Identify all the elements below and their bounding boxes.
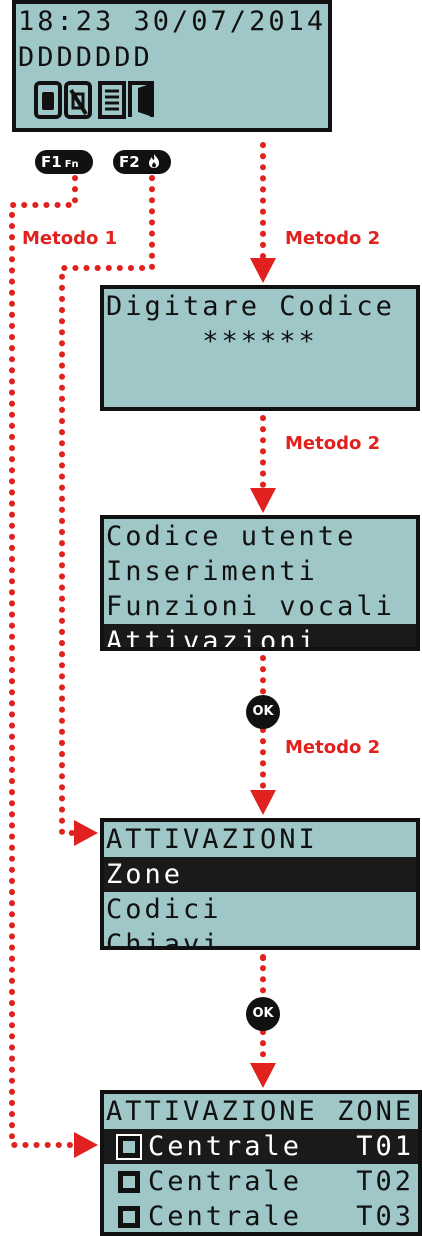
zone-screen-title: ATTIVAZIONE ZONE [106,1096,415,1127]
checkbox-icon[interactable] [116,1203,142,1230]
checkbox-icon[interactable] [116,1133,142,1160]
lcd-status-icons [16,76,328,124]
label-metodo-2-c: Metodo 2 [285,737,381,758]
lcd-code-prompt: Digitare Codice [106,291,395,322]
arrow-head-f2-to-attivazioni [74,820,98,846]
fire-icon [148,154,159,168]
menu-item-attivazioni-selected[interactable]: Attivazioni [104,624,416,647]
attivazioni-item-codici[interactable]: Codici [106,894,222,925]
zone-row[interactable]: Centrale T02 [104,1164,418,1199]
zone-row-code: T02 [356,1166,414,1197]
siren-icon [34,81,62,119]
arrow-head-to-attivazioni [250,790,276,815]
ok-button-2[interactable]: OK [246,997,280,1031]
attivazioni-item-zone-selected[interactable]: Zone [104,857,416,892]
menu-item-codice-utente[interactable]: Codice utente [106,521,357,552]
zone-row-name: Centrale [148,1201,303,1232]
f2-key[interactable]: F2 [113,150,171,174]
label-metodo-2-a: Metodo 2 [285,228,381,249]
zone-row-name: Centrale [148,1131,303,1162]
label-metodo-1: Metodo 1 [22,228,118,249]
arrow-head-to-menu [250,488,276,513]
menu-item-funzioni-vocali[interactable]: Funzioni vocali [106,591,395,622]
checkbox-icon[interactable] [116,1168,142,1195]
f1-key-label: F1 [41,153,62,171]
lcd-line-status: DDDDDDD [18,42,153,73]
zone-row-code: T03 [356,1201,414,1232]
arrow-head-to-code [250,258,276,283]
lcd-attivazioni-screen: ATTIVAZIONI Zone Codici Chiavi [100,818,420,950]
event-log-icon [98,81,126,119]
label-metodo-2-b: Metodo 2 [285,433,381,454]
zone-row-name: Centrale [148,1166,303,1197]
lcd-line-time-date: 18:23 30/07/2014 [18,6,327,37]
siren-disabled-icon [64,81,92,119]
zone-row[interactable]: Centrale T03 [104,1199,418,1232]
lcd-code-entry-screen: Digitare Codice ****** [100,285,420,411]
attivazioni-title: ATTIVAZIONI [106,824,318,855]
lcd-user-menu-screen: Codice utente Inserimenti Funzioni vocal… [100,515,420,651]
lcd-main-screen: 18:23 30/07/2014 DDDDDDD [12,0,332,132]
flow-line-f2-path [59,175,155,836]
fn-sublabel: Fn [64,159,79,170]
attivazioni-item-chiavi[interactable]: Chiavi [106,929,222,950]
door-icon [128,81,154,117]
zone-row-selected[interactable]: Centrale T01 [104,1129,418,1164]
arrow-head-f1-to-zone [74,1132,98,1158]
flow-line-f1-path [9,175,88,1148]
f2-key-label: F2 [119,153,140,171]
lcd-code-mask: ****** [202,326,318,357]
zone-row-code: T01 [356,1131,414,1162]
ok-button-1[interactable]: OK [246,695,280,729]
menu-item-inserimenti[interactable]: Inserimenti [106,556,318,587]
arrow-head-to-zone [250,1063,276,1088]
